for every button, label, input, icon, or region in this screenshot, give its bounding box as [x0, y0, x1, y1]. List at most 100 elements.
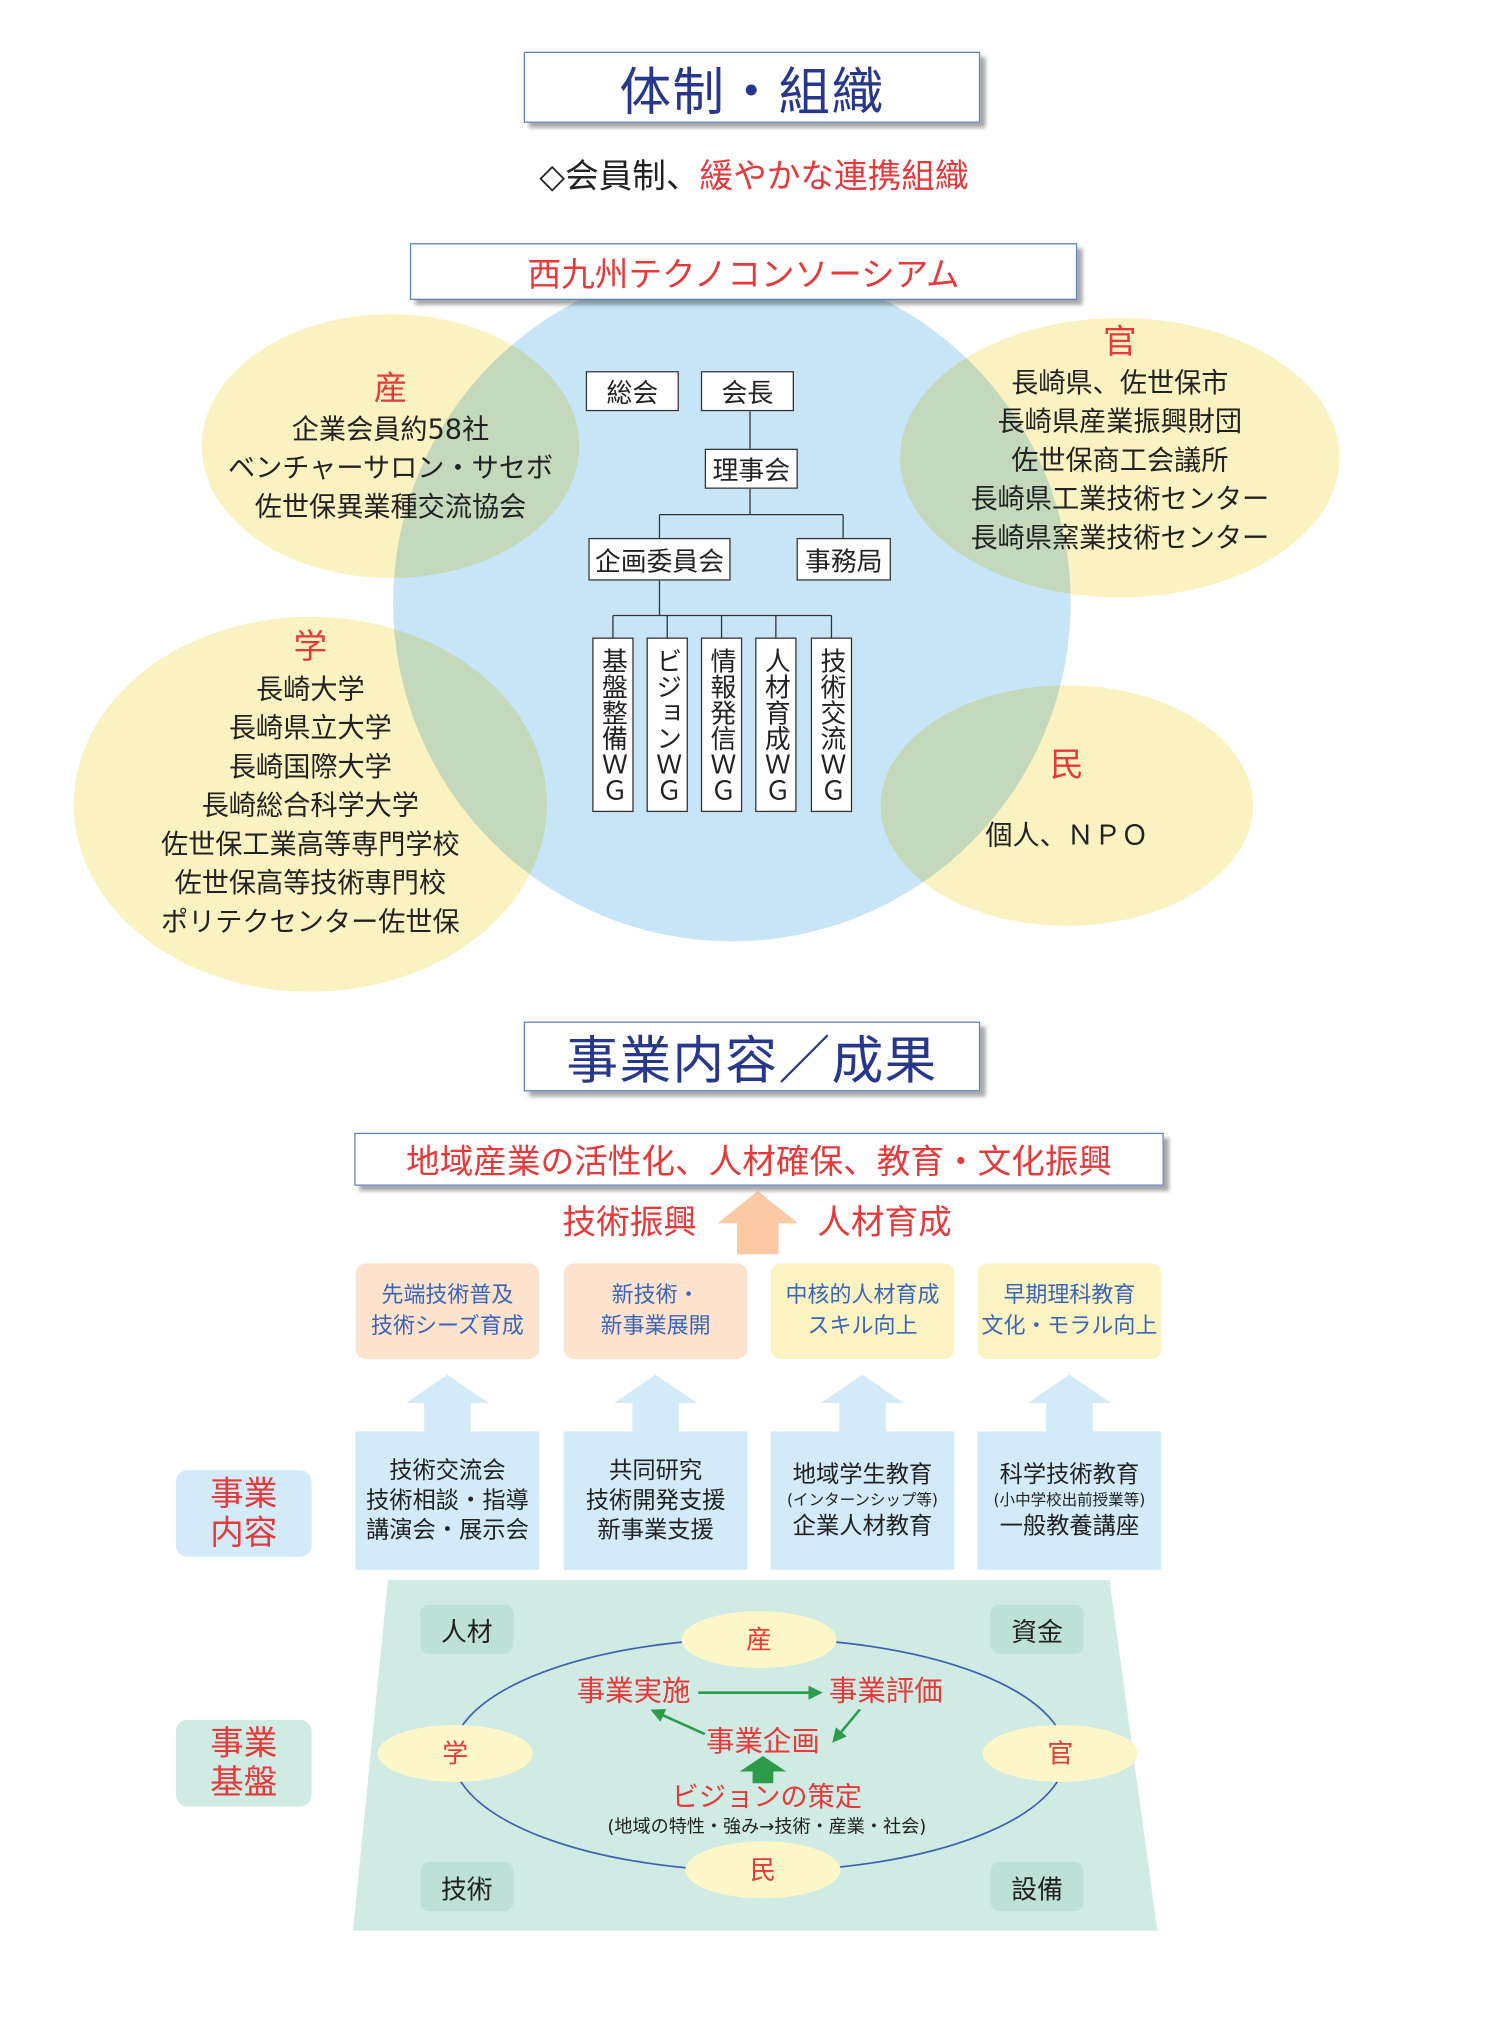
- foundation-government-label: 官: [1047, 1737, 1074, 1769]
- working-group-label: 基盤整備ＷＧ: [597, 647, 629, 803]
- activities-label: 事業 内容: [175, 1470, 312, 1557]
- result-line: スキル向上: [807, 1313, 918, 1340]
- industry-members: 企業会員約58社 ベンチャーサロン・サセボ 佐世保異業種交流協会: [132, 410, 649, 526]
- civil-members: 個人、ＮＰＯ: [808, 816, 1325, 855]
- member-item: 長崎県、佐世保市: [1011, 367, 1229, 399]
- activity-arrow-2: [614, 1374, 697, 1432]
- foundation-civil-ellipse: [685, 1841, 841, 1899]
- result-box: 先端技術普及 技術シーズ育成: [355, 1263, 540, 1360]
- foundation-industry-ellipse: [681, 1611, 837, 1669]
- org-section-title: 体制・組織: [619, 62, 885, 123]
- chairman-box: 会長: [700, 371, 794, 412]
- general-assembly-box: 総会: [585, 371, 679, 412]
- foundation-label-line: 基盤: [210, 1763, 278, 1802]
- activity-box: 地域学生教育 (インターンシップ等) 企業人材教育: [770, 1431, 955, 1570]
- working-group-box: 人材育成ＷＧ: [755, 637, 797, 813]
- cycle-vision-note: (地域の特性・強み→技術・産業・社会): [607, 1816, 927, 1838]
- consortium-name: 西九州テクノコンソーシアム: [527, 255, 960, 295]
- org-subtitle-prefix: ◇会員制、: [539, 157, 700, 197]
- cycle-evaluation: 事業評価: [828, 1675, 943, 1709]
- academia-label: 学: [293, 628, 328, 668]
- result-line: 技術シーズ育成: [371, 1313, 524, 1340]
- activity-line: 一般教養講座: [999, 1512, 1140, 1541]
- foundation-label-line: 事業: [210, 1724, 278, 1764]
- member-item: 個人、ＮＰＯ: [985, 819, 1149, 851]
- activity-arrow-4: [1028, 1374, 1111, 1432]
- foundation-civil-label: 民: [749, 1854, 776, 1886]
- board-box: 理事会: [704, 448, 798, 489]
- working-group-label: 技術交流ＷＧ: [815, 647, 847, 803]
- result-box: 早期理科教育 文化・モラル向上: [977, 1263, 1162, 1360]
- activity-box: 技術交流会 技術相談・指導 講演会・展示会: [355, 1431, 540, 1570]
- member-item: 企業会員約58社: [291, 413, 490, 445]
- result-line: 中核的人材育成: [785, 1282, 940, 1309]
- industry-label: 産: [373, 369, 408, 409]
- member-item: 長崎県立大学: [228, 712, 392, 744]
- activities-label-line: 内容: [210, 1513, 278, 1553]
- member-item: 長崎県窯業技術センター: [970, 522, 1270, 554]
- arrow-vision-to-planning: [739, 1756, 787, 1784]
- government-label: 官: [1103, 323, 1137, 363]
- result-line: 先端技術普及: [381, 1282, 514, 1309]
- org-section-title-box: 体制・組織: [523, 51, 981, 123]
- activity-line: 技術開発支援: [585, 1487, 726, 1515]
- activity-line: 技術交流会: [389, 1457, 506, 1485]
- industry-ellipse: [201, 314, 580, 579]
- activity-arrow-3: [821, 1374, 904, 1432]
- activity-box: 共同研究 技術開発支援 新事業支援: [563, 1431, 748, 1570]
- result-line: 文化・モラル向上: [981, 1313, 1158, 1340]
- activity-arrow-1: [406, 1374, 489, 1432]
- org-subtitle-highlight: 緩やかな連携組織: [699, 157, 969, 197]
- arrow-planning-to-implementation: [650, 1708, 706, 1736]
- org-subtitle: ◇会員制、緩やかな連携組織: [539, 160, 968, 194]
- result-box: 新技術・ 新事業展開: [563, 1263, 748, 1360]
- arrow-evaluation-to-planning: [832, 1708, 861, 1743]
- activity-line: 技術相談・指導: [365, 1487, 529, 1515]
- member-item: 長崎県産業振興財団: [997, 406, 1243, 438]
- activity-note: (インターンシップ等): [786, 1490, 938, 1510]
- cycle-vision: ビジョンの策定: [671, 1781, 862, 1813]
- activity-line: 講演会・展示会: [365, 1516, 529, 1544]
- member-item: 長崎大学: [256, 673, 365, 705]
- activity-box: 科学技術教育 (小中学校出前授業等) 一般教養講座: [977, 1431, 1162, 1570]
- business-section-title: 事業内容／成果: [566, 1031, 938, 1092]
- activity-note: (小中学校出前授業等): [993, 1490, 1146, 1510]
- goal-box: 地域産業の活性化、人材確保、教育・文化振興: [354, 1132, 1164, 1186]
- consortium-name-box: 西九州テクノコンソーシアム: [409, 243, 1078, 300]
- goal-up-arrow: [717, 1190, 798, 1255]
- academia-ellipse: [73, 616, 547, 992]
- working-group-label: 人材育成ＷＧ: [760, 647, 792, 803]
- working-group-label: 情報発信ＷＧ: [706, 647, 738, 803]
- member-item: ベンチャーサロン・サセボ: [227, 452, 554, 484]
- member-item: 長崎国際大学: [228, 751, 392, 783]
- activity-line: 共同研究: [609, 1457, 703, 1485]
- outcome-human-resources: 人材育成: [817, 1203, 952, 1243]
- working-group-label: ビジョンＷＧ: [651, 647, 683, 803]
- working-group-box: 技術交流ＷＧ: [810, 637, 853, 813]
- outcome-tech-promotion: 技術振興: [562, 1203, 697, 1243]
- resource-technology-box: 技術: [420, 1862, 514, 1912]
- cycle-planning: 事業企画: [706, 1726, 820, 1759]
- planning-committee-box: 企画委員会: [588, 537, 731, 581]
- activity-line: 企業人材教育: [792, 1512, 933, 1541]
- foundation-academia-ellipse: [377, 1724, 533, 1782]
- resource-human-box: 人材: [420, 1604, 514, 1654]
- activity-line: 地域学生教育: [792, 1461, 933, 1489]
- foundation-label: 事業 基盤: [175, 1719, 312, 1807]
- member-item: 長崎県工業技術センター: [970, 483, 1270, 515]
- business-section-title-box: 事業内容／成果: [523, 1021, 981, 1092]
- member-item: 佐世保工業高等専門学校: [160, 828, 460, 860]
- government-members: 長崎県、佐世保市 長崎県産業振興財団 佐世保商工会議所 長崎県工業技術センター …: [861, 363, 1378, 557]
- working-group-box: ビジョンＷＧ: [646, 637, 688, 813]
- goal-text: 地域産業の活性化、人材確保、教育・文化振興: [406, 1143, 1113, 1182]
- activities-label-line: 事業: [210, 1474, 278, 1514]
- activity-line: 新事業支援: [597, 1516, 714, 1544]
- member-item: 佐世保商工会議所: [1011, 444, 1229, 476]
- foundation-industry-label: 産: [746, 1624, 772, 1656]
- foundation-government-ellipse: [982, 1724, 1138, 1782]
- member-item: 佐世保高等技術専門校: [174, 867, 447, 899]
- result-box: 中核的人材育成 スキル向上: [770, 1263, 955, 1360]
- working-group-box: 基盤整備ＷＧ: [592, 637, 634, 813]
